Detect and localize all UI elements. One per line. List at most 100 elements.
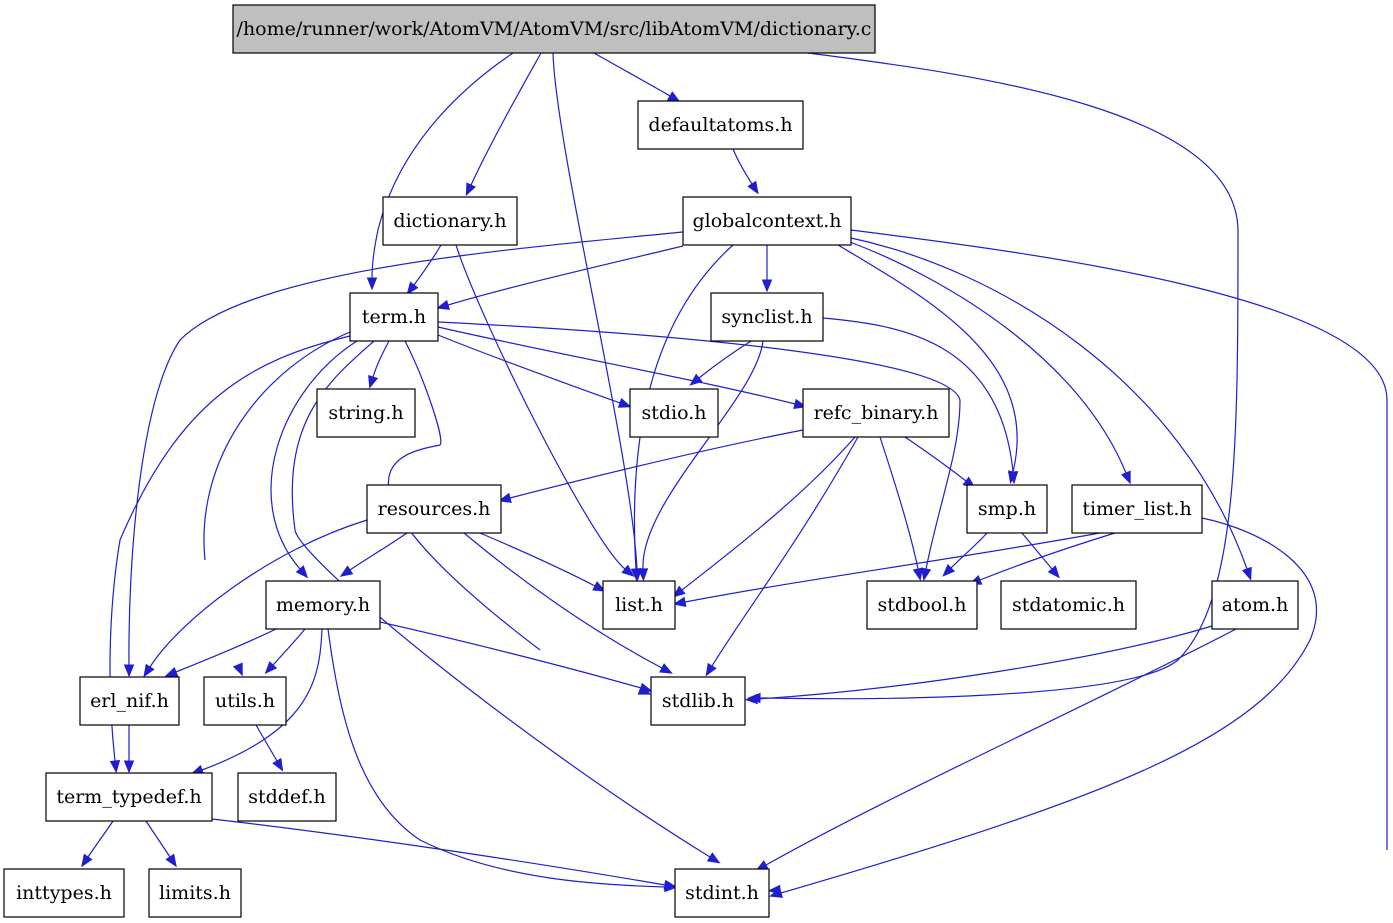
node-defaultatoms-h[interactable]: defaultatoms.h — [637, 100, 804, 150]
arrowhead — [368, 374, 379, 389]
node-list-h[interactable]: list.h — [602, 580, 676, 630]
edge-line — [837, 244, 1018, 473]
node-box — [637, 100, 804, 150]
edge-line — [780, 517, 1318, 894]
node-label: synclist.h — [721, 306, 812, 328]
edge-atom_h-to-stdlib_h — [744, 625, 1213, 705]
node-erl-nif-h[interactable]: erl_nif.h — [79, 676, 180, 726]
node-label: term_typedef.h — [56, 786, 201, 808]
edge-line — [327, 628, 666, 888]
node-label: term.h — [362, 306, 426, 328]
node-box — [629, 388, 719, 438]
arrowhead — [1047, 565, 1060, 579]
edge-dictionary_h-to-list_h — [455, 244, 635, 577]
node-box — [148, 868, 242, 918]
edge-line — [413, 244, 442, 286]
node-term-typedef-h[interactable]: term_typedef.h — [45, 772, 213, 822]
edge-globalcontext_h-to-erl_nif_h — [123, 231, 684, 678]
arrowhead — [639, 682, 653, 693]
node-timer-list-h[interactable]: timer_list.h — [1071, 484, 1203, 534]
node-box — [232, 4, 876, 54]
node-memory-h[interactable]: memory.h — [265, 580, 381, 630]
node-label: atom.h — [1222, 594, 1289, 616]
edge-globalcontext_h-to-synclist_h — [761, 244, 773, 293]
edge-resources_h-to-list_h — [479, 532, 606, 592]
node-label: defaultatoms.h — [648, 114, 792, 136]
node-atom-h[interactable]: atom.h — [1211, 580, 1299, 630]
arrowhead — [165, 853, 177, 868]
edge-timer_list_h-to-stdbool_h — [968, 532, 1116, 585]
edge-dictionary_c-to-stdlib_h — [747, 52, 1239, 704]
edge-globalcontext_h-to-atom_h — [850, 237, 1252, 581]
arrowhead — [630, 568, 642, 582]
node-box — [710, 292, 824, 342]
arrowhead — [164, 666, 179, 677]
edge-refc_binary_h-to-resources_h — [498, 429, 804, 503]
node-dictionary-h[interactable]: dictionary.h — [382, 196, 518, 246]
edge-line — [211, 818, 666, 886]
arrowhead — [672, 596, 687, 608]
edge-line — [149, 519, 368, 668]
node-box — [866, 580, 978, 630]
edge-term_typedef_h-to-inttypes_h — [81, 820, 114, 868]
edge-synclist_h-to-smp_h — [822, 317, 1019, 485]
arrowhead — [1120, 470, 1131, 485]
arrowhead — [769, 887, 783, 898]
node-stddef-h[interactable]: stddef.h — [237, 772, 337, 822]
edge-line — [87, 820, 114, 858]
node-refc-binary-h[interactable]: refc_binary.h — [802, 388, 950, 438]
node-globalcontext-h[interactable]: globalcontext.h — [682, 196, 852, 246]
node-synclist-h[interactable]: synclist.h — [710, 292, 824, 342]
node-stdio-h[interactable]: stdio.h — [629, 388, 719, 438]
node-label: resources.h — [378, 498, 491, 520]
node-string-h[interactable]: string.h — [316, 388, 416, 438]
edge-globalcontext_h-to-timer_list_h — [849, 241, 1131, 485]
node-box — [265, 580, 381, 630]
edge-line — [145, 820, 171, 858]
node-inttypes-h[interactable]: inttypes.h — [3, 868, 125, 918]
arrowhead — [123, 664, 135, 678]
edge-line — [372, 340, 390, 378]
edge-line — [201, 628, 323, 771]
arrowhead — [761, 279, 773, 293]
arrowhead — [744, 693, 758, 705]
node-stdatomic-h[interactable]: stdatomic.h — [1000, 580, 1137, 630]
arrowhead — [617, 397, 632, 408]
node-label: erl_nif.h — [90, 690, 169, 712]
arrowhead — [592, 581, 606, 592]
node-label: string.h — [328, 402, 403, 424]
edge-term_h-to-utils_h — [203, 331, 351, 677]
node-box — [382, 196, 518, 246]
edge-line — [593, 52, 671, 97]
edge-line — [759, 52, 1239, 700]
edge-line — [552, 52, 638, 570]
edge-line — [437, 326, 796, 405]
edge-line — [633, 244, 734, 570]
edge-line — [371, 52, 514, 279]
edge-dictionary_c-to-defaultatoms_h — [593, 52, 681, 103]
node-label: timer_list.h — [1082, 498, 1191, 520]
node-stdbool-h[interactable]: stdbool.h — [866, 580, 978, 630]
node-smp-h[interactable]: smp.h — [966, 484, 1048, 534]
edge-line — [479, 532, 596, 587]
node-resources-h[interactable]: resources.h — [366, 484, 502, 534]
edge-line — [272, 628, 306, 666]
edge-line — [732, 148, 753, 185]
node-box — [237, 772, 337, 822]
node-stdlib-h[interactable]: stdlib.h — [650, 676, 746, 726]
arrowhead — [637, 568, 649, 582]
node-stdint-h[interactable]: stdint.h — [674, 868, 770, 918]
edge-line — [684, 532, 1101, 603]
arrowhead — [366, 277, 378, 291]
node-box — [366, 484, 502, 534]
node-limits-h[interactable]: limits.h — [148, 868, 242, 918]
edge-memory_h-to-stdlib_h — [379, 621, 653, 693]
edge-line — [109, 335, 351, 762]
arrowhead — [465, 182, 476, 197]
node-dictionary-c[interactable]: /home/runner/work/AtomVM/AtomVM/src/libA… — [232, 4, 876, 54]
node-term-h[interactable]: term.h — [349, 292, 439, 342]
edge-term_h-to-memory_h — [270, 340, 358, 579]
edge-line — [698, 340, 752, 379]
node-utils-h[interactable]: utils.h — [203, 676, 287, 726]
